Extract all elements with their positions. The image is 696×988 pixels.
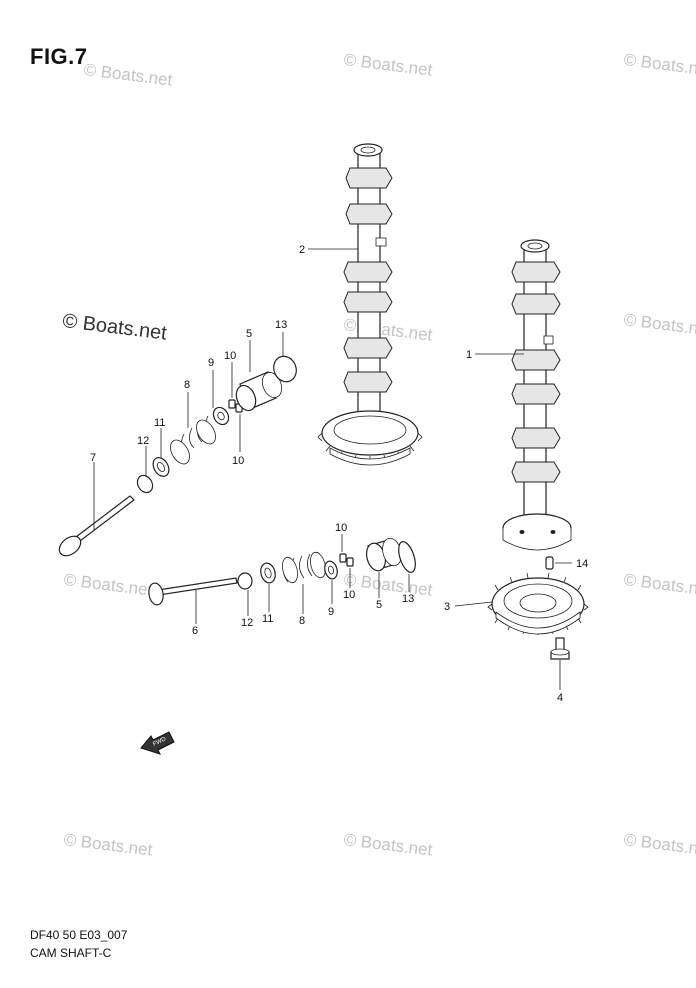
- callout-10-upper-b: 10: [232, 455, 244, 467]
- spring-seat-11-lower[interactable]: [259, 562, 278, 585]
- callout-13-upper: 13: [275, 319, 287, 331]
- tappet-5-upper[interactable]: [233, 370, 285, 414]
- intake-valve-6[interactable]: [147, 577, 238, 606]
- callout-14: 14: [576, 558, 588, 570]
- figure-title: FIG.7: [30, 44, 88, 69]
- callout-10-lower-a: 10: [335, 522, 347, 534]
- callout-7: 7: [90, 452, 96, 464]
- callout-8-upper: 8: [184, 379, 190, 391]
- cam-sprocket-3[interactable]: [487, 572, 589, 635]
- diagram-name: CAM SHAFT-C: [30, 946, 112, 960]
- valve-seal-12-upper[interactable]: [134, 473, 155, 496]
- callout-9-lower: 9: [328, 606, 334, 618]
- sprocket-bolt-4[interactable]: [550, 637, 570, 660]
- callout-3: 3: [444, 601, 450, 613]
- valve-spring-8-lower[interactable]: [280, 551, 328, 585]
- callout-10-lower-b: 10: [343, 589, 355, 601]
- shim-13-upper[interactable]: [270, 353, 300, 385]
- diagram-code: DF40 50 E03_007: [30, 928, 128, 942]
- spring-retainer-9-lower[interactable]: [323, 560, 339, 580]
- callout-12-lower: 12: [241, 617, 253, 629]
- callout-1: 1: [466, 349, 472, 361]
- shim-13-lower[interactable]: [395, 540, 418, 575]
- callout-13-lower: 13: [402, 593, 414, 605]
- exhaust-valve-7[interactable]: [56, 495, 135, 560]
- callout-10-upper-a: 10: [224, 350, 236, 362]
- fwd-label: FWD: [152, 736, 168, 748]
- callout-5-lower: 5: [376, 599, 382, 611]
- callout-11-lower: 11: [262, 613, 273, 625]
- tappet-5-lower[interactable]: [364, 536, 405, 573]
- valve-seal-12-lower[interactable]: [237, 572, 253, 590]
- callout-8-lower: 8: [299, 615, 305, 627]
- callout-labels: 1 2 3 4 5 5 6 7 8 8 9 9 10 10 10 10 11 1…: [90, 244, 588, 704]
- callout-4: 4: [557, 692, 563, 704]
- dowel-pin-14[interactable]: [545, 556, 554, 570]
- leader-lines: [93, 248, 572, 690]
- valve-spring-8-upper[interactable]: [167, 415, 220, 467]
- valve-cotter-10-lower[interactable]: [339, 553, 354, 567]
- camshaft-2[interactable]: [317, 143, 423, 466]
- callout-5-upper: 5: [246, 328, 252, 340]
- callout-11-upper: 11: [154, 417, 165, 429]
- fwd-arrow-icon: FWD: [140, 731, 175, 755]
- callout-2: 2: [299, 244, 305, 256]
- callout-9-upper: 9: [208, 357, 214, 369]
- spring-retainer-9-upper[interactable]: [210, 405, 231, 428]
- callout-12-upper: 12: [137, 435, 149, 447]
- spring-seat-11-upper[interactable]: [150, 455, 172, 479]
- callout-6: 6: [192, 625, 198, 637]
- camshaft-1[interactable]: [502, 239, 572, 551]
